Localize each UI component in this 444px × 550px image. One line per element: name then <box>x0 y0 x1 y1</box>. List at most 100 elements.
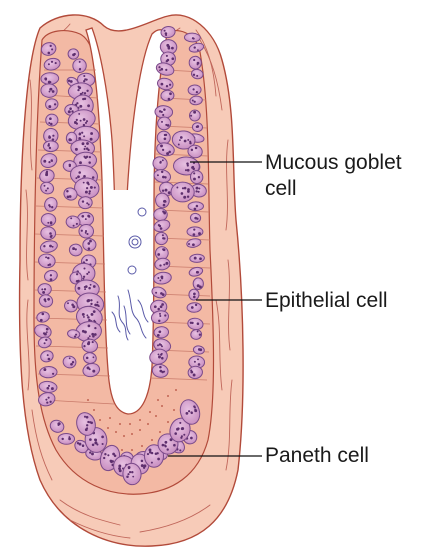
granule <box>83 267 85 269</box>
granule <box>169 84 171 86</box>
granule <box>164 200 167 203</box>
granule <box>164 176 166 178</box>
granule <box>89 156 91 158</box>
granule <box>193 374 196 377</box>
epithelial-cell <box>190 254 205 263</box>
granule <box>192 100 194 102</box>
granule <box>76 223 78 225</box>
granule <box>163 204 166 207</box>
granule <box>48 105 51 108</box>
granule <box>52 135 54 137</box>
granule <box>79 443 82 446</box>
granule <box>83 345 85 347</box>
granule <box>86 424 88 426</box>
granule <box>92 176 95 179</box>
granule <box>77 287 80 290</box>
granule <box>72 361 74 363</box>
granule <box>49 91 51 93</box>
granule <box>97 301 99 303</box>
granule <box>78 86 80 88</box>
granule <box>107 454 109 456</box>
granule <box>74 53 76 55</box>
granule <box>84 146 86 148</box>
granule <box>86 273 88 275</box>
granule <box>52 246 54 248</box>
granule <box>185 169 187 171</box>
granule <box>87 215 90 218</box>
granule <box>68 138 71 141</box>
granule <box>45 190 47 192</box>
granule <box>77 89 79 91</box>
granule <box>197 330 199 332</box>
granule <box>48 81 51 84</box>
granule <box>84 92 86 94</box>
granule <box>187 190 190 193</box>
granule <box>86 202 88 204</box>
granule <box>46 171 48 173</box>
granule <box>41 288 43 290</box>
granule <box>162 114 164 116</box>
granule <box>157 308 160 311</box>
granule <box>165 189 168 192</box>
granule <box>90 422 93 425</box>
granule <box>184 140 187 143</box>
granule <box>196 187 199 190</box>
granule <box>66 190 68 192</box>
granule <box>73 225 75 227</box>
granule <box>132 476 134 478</box>
granule <box>160 275 163 278</box>
granule <box>160 144 163 147</box>
granule <box>141 460 144 463</box>
granule <box>88 271 90 273</box>
label-mucous-goblet-cell: Mucous goblet cell <box>265 150 440 202</box>
granule <box>87 316 90 319</box>
granule <box>48 143 50 145</box>
label-epithelial-cell: Epithelial cell <box>265 288 440 314</box>
granule <box>82 200 84 202</box>
granule <box>79 105 82 108</box>
granule <box>49 117 52 120</box>
granule <box>193 405 195 407</box>
granule <box>147 453 149 455</box>
granule <box>48 52 51 55</box>
granule <box>118 465 121 468</box>
granule <box>167 59 170 62</box>
granule <box>173 444 176 447</box>
granule <box>162 444 165 447</box>
granule <box>50 235 53 238</box>
granule <box>74 121 77 124</box>
granule <box>168 151 171 154</box>
granule <box>198 232 201 235</box>
granule <box>51 387 54 390</box>
granule <box>41 313 44 316</box>
granule <box>93 310 96 313</box>
granule <box>75 248 77 250</box>
granule <box>87 104 90 107</box>
granule <box>166 152 169 155</box>
granule <box>46 331 48 333</box>
granule <box>167 124 170 127</box>
granule <box>190 437 193 440</box>
granule <box>186 412 189 415</box>
granule <box>92 444 95 447</box>
granule <box>48 63 50 65</box>
granule <box>102 443 104 445</box>
granule <box>91 333 94 336</box>
granule <box>52 90 55 93</box>
granule <box>40 319 43 322</box>
granule <box>168 98 171 101</box>
granule <box>183 434 185 436</box>
granule <box>154 305 157 308</box>
granule <box>191 412 193 414</box>
granule <box>91 313 94 316</box>
granule <box>82 313 85 316</box>
granule <box>87 242 90 245</box>
epithelial-cell <box>154 209 167 221</box>
granule <box>104 453 106 455</box>
granule <box>158 320 160 322</box>
granule <box>162 149 164 151</box>
granule <box>187 164 189 166</box>
granule <box>193 38 195 40</box>
granule <box>191 306 194 309</box>
granule <box>45 399 47 401</box>
